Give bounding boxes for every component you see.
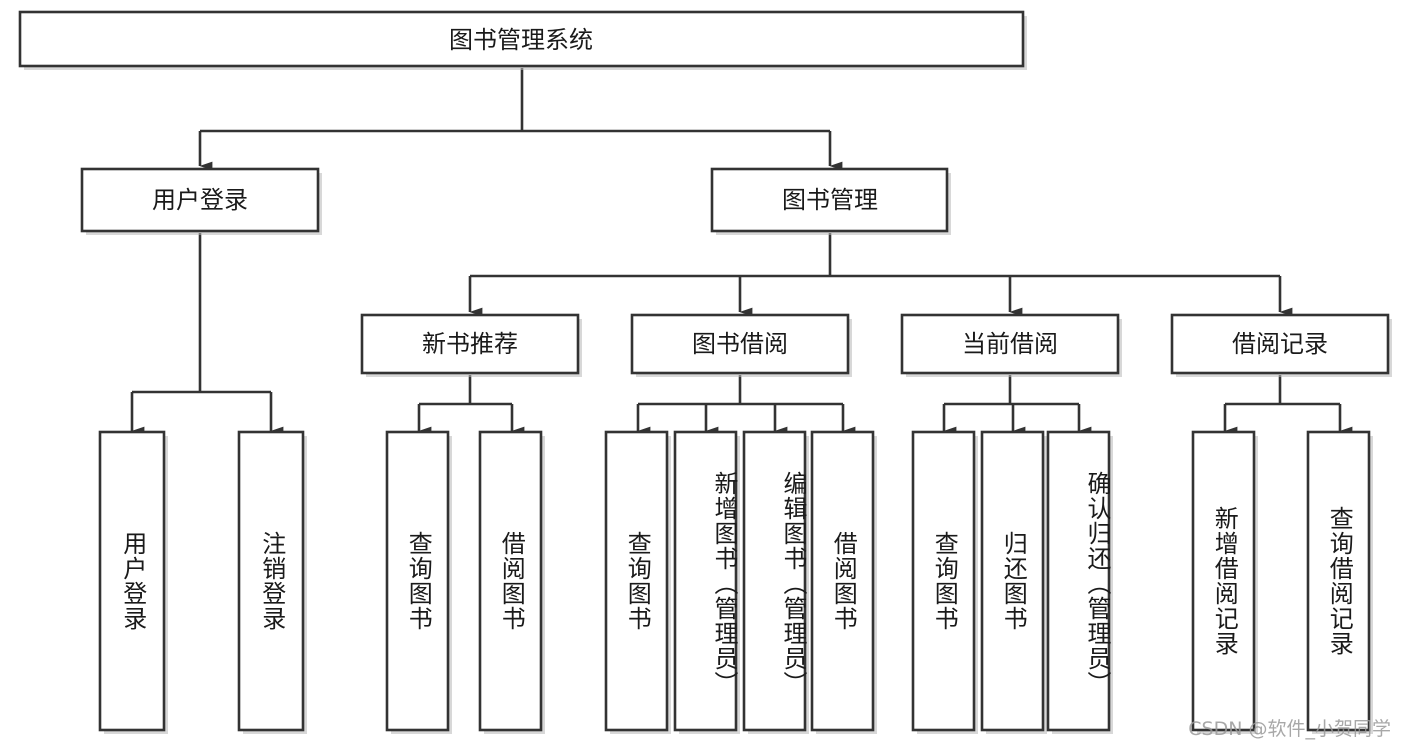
node-borrow-record[interactable]: 借阅记录 <box>1170 313 1392 377</box>
edge-group-book-borrow-to-leaves <box>636 375 856 436</box>
edge-group-user-login-to-leaves <box>130 233 284 436</box>
node-leaf-user-logout-box[interactable] <box>237 430 305 732</box>
node-new-book-recommend-label: 新书推荐 <box>422 330 518 358</box>
node-leaf-borrow-book-1[interactable] <box>478 430 545 734</box>
node-user-login[interactable]: 用户登录 <box>80 167 322 235</box>
edge-group-root-to-level2 <box>198 68 843 171</box>
node-root-label: 图书管理系统 <box>449 26 593 54</box>
node-book-manage-box[interactable] <box>710 167 949 233</box>
node-new-book-recommend[interactable]: 新书推荐 <box>360 313 582 377</box>
node-book-borrow-box[interactable] <box>630 313 850 375</box>
node-root-box[interactable] <box>18 10 1025 68</box>
node-book-borrow-label: 图书借阅 <box>692 330 788 358</box>
node-leaf-user-login[interactable] <box>98 430 168 734</box>
node-leaf-query-book-1-box[interactable] <box>385 430 450 732</box>
node-user-login-label: 用户登录 <box>152 186 248 214</box>
node-leaf-query-book-1[interactable] <box>385 430 452 734</box>
node-current-borrow[interactable]: 当前借阅 <box>900 313 1122 377</box>
node-borrow-record-label: 借阅记录 <box>1232 330 1328 358</box>
node-user-login-box[interactable] <box>80 167 320 233</box>
node-leaf-edit-book[interactable] <box>742 430 809 734</box>
node-root[interactable]: 图书管理系统 <box>18 10 1027 70</box>
node-leaf-query-book-3-box[interactable] <box>911 430 976 732</box>
node-book-manage[interactable]: 图书管理 <box>710 167 951 235</box>
node-leaf-confirm-return-box[interactable] <box>1046 430 1111 732</box>
node-leaf-query-book-3[interactable] <box>911 430 978 734</box>
node-leaf-add-book-box[interactable] <box>673 430 738 732</box>
node-leaf-borrow-book-2-box[interactable] <box>810 430 875 732</box>
node-leaf-query-book-2[interactable] <box>604 430 671 734</box>
node-leaf-query-record[interactable] <box>1306 430 1373 734</box>
node-leaf-user-login-box[interactable] <box>98 430 166 732</box>
node-current-borrow-box[interactable] <box>900 313 1120 375</box>
node-leaf-add-book[interactable] <box>673 430 740 734</box>
node-leaf-borrow-book-1-box[interactable] <box>478 430 543 732</box>
node-leaf-borrow-book-2[interactable] <box>810 430 877 734</box>
edge-group-current-borrow-to-leaves <box>942 375 1092 436</box>
csdn-watermark: CSDN @软件_小贺同学 <box>1188 718 1391 740</box>
node-leaf-user-logout[interactable] <box>237 430 307 734</box>
node-leaf-add-record[interactable] <box>1191 430 1258 734</box>
node-leaf-query-record-box[interactable] <box>1306 430 1371 732</box>
edge-group-book-manage-to-level3 <box>468 233 1293 317</box>
node-borrow-record-box[interactable] <box>1170 313 1390 375</box>
node-leaf-add-record-box[interactable] <box>1191 430 1256 732</box>
node-leaf-confirm-return[interactable] <box>1046 430 1113 734</box>
node-leaf-return-book[interactable] <box>980 430 1047 734</box>
edge-group-new-book-recommend-to-leaves <box>417 375 525 436</box>
node-book-borrow[interactable]: 图书借阅 <box>630 313 852 377</box>
node-new-book-recommend-box[interactable] <box>360 313 580 375</box>
node-current-borrow-label: 当前借阅 <box>962 330 1058 358</box>
node-book-manage-label: 图书管理 <box>782 186 878 214</box>
node-leaf-query-book-2-box[interactable] <box>604 430 669 732</box>
edge-group-borrow-record-to-leaves <box>1223 375 1353 436</box>
node-leaf-edit-book-box[interactable] <box>742 430 807 732</box>
node-leaf-return-book-box[interactable] <box>980 430 1045 732</box>
